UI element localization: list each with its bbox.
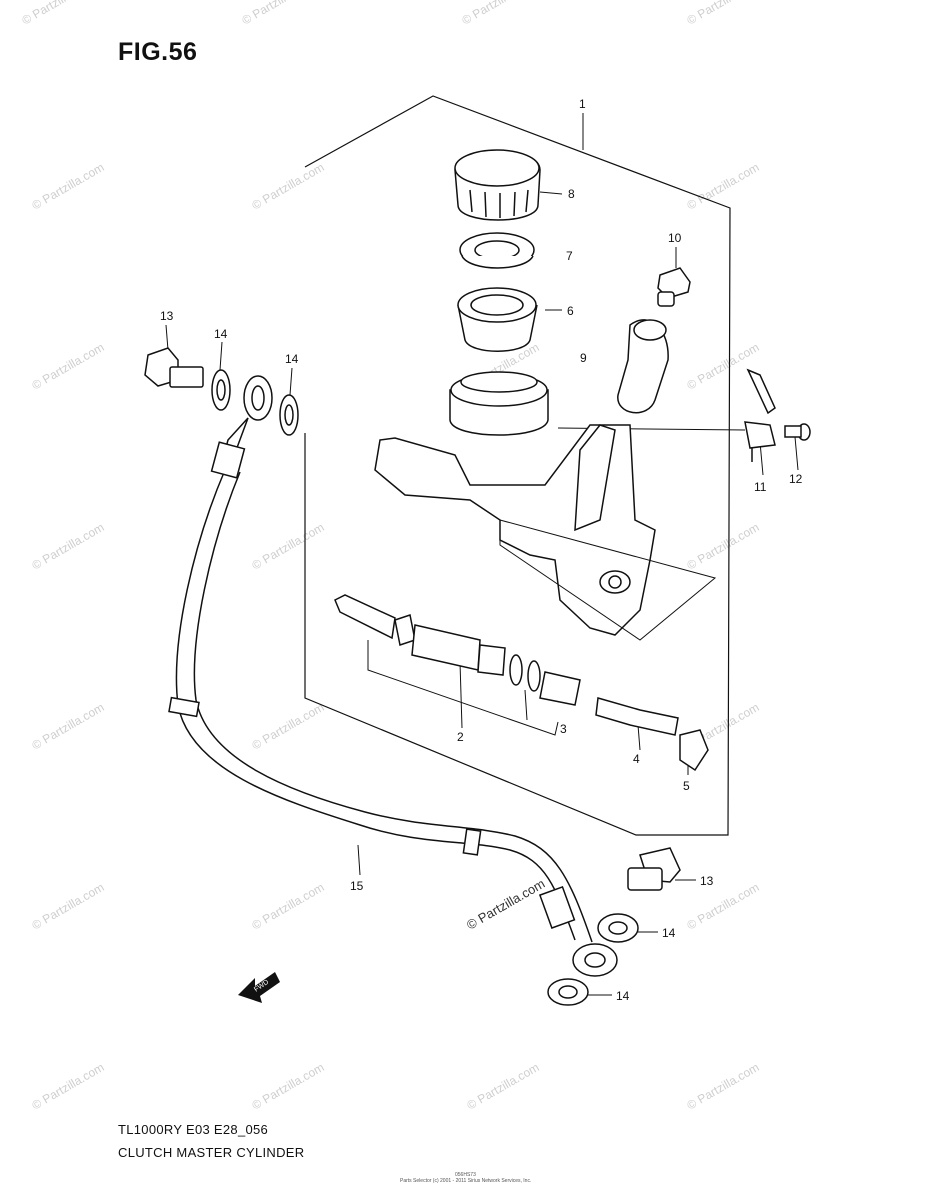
watermark: © Partzilla.com: [240, 0, 317, 28]
diaphragm: [457, 287, 538, 352]
watermark-main: © Partzilla.com: [464, 876, 547, 933]
callout-14-lower-a: 14: [662, 926, 676, 940]
watermark: © Partzilla.com: [30, 160, 107, 213]
watermark: © Partzilla.com: [685, 880, 762, 933]
washer-lower-b: [547, 978, 589, 1006]
callout-8: 8: [568, 187, 575, 201]
pivot-bolt: [657, 267, 691, 307]
watermark: © Partzilla.com: [250, 1060, 327, 1113]
callout-6: 6: [567, 304, 574, 318]
washer-lower-a: [597, 913, 639, 943]
callout-14-upper-a: 14: [214, 327, 228, 341]
watermark: © Partzilla.com: [30, 520, 107, 573]
callout-13-lower: 13: [700, 874, 714, 888]
model-code: TL1000RY E03 E28_056: [118, 1122, 269, 1137]
callout-9: 9: [580, 351, 587, 365]
watermark: © Partzilla.com: [30, 880, 107, 933]
piston-set: [334, 594, 709, 772]
watermark: © Partzilla.com: [20, 0, 97, 28]
callout-12: 12: [789, 472, 803, 486]
footer-copyright: Parts Selector (c) 2001 - 2011 Sirius Ne…: [400, 1178, 532, 1184]
callout-11: 11: [754, 480, 767, 494]
callout-labels: 1 2 3 4 5 6 7 8 9 10 11 12 13 13 14 14 1…: [160, 97, 803, 1003]
assembly-bracket: [304, 95, 731, 836]
watermark: © Partzilla.com: [30, 340, 107, 393]
clip-screw: [784, 423, 811, 441]
union-bolt-upper: [144, 347, 204, 388]
callout-3: 3: [560, 722, 567, 736]
handlebar-holder: [617, 319, 669, 414]
washer-upper-b: [279, 394, 299, 436]
callout-10: 10: [668, 231, 682, 245]
callout-4: 4: [633, 752, 640, 766]
callout-5: 5: [683, 779, 690, 793]
callout-13-upper: 13: [160, 309, 174, 323]
watermark: © Partzilla.com: [30, 1060, 107, 1113]
callout-2: 2: [457, 730, 464, 744]
watermark: © Partzilla.com: [465, 1060, 542, 1113]
washer-upper-a: [211, 369, 231, 411]
clutch-hose: [168, 441, 593, 943]
watermark: © Partzilla.com: [685, 340, 762, 393]
watermark: © Partzilla.com: [460, 0, 537, 28]
master-cylinder-body: [374, 371, 717, 641]
reservoir-cap: [454, 149, 541, 221]
figure-title: FIG.56: [118, 38, 198, 66]
direction-arrow: FWD: [238, 972, 280, 1003]
watermark: © Partzilla.com: [250, 160, 327, 213]
watermark: © Partzilla.com: [250, 880, 327, 933]
callout-1: 1: [579, 97, 586, 111]
diaphragm-plate: [459, 232, 535, 269]
union-bolt-lower: [627, 847, 681, 891]
watermark: © Partzilla.com: [685, 1060, 762, 1113]
watermark: © Partzilla.com: [685, 160, 762, 213]
watermark: © Partzilla.com: [30, 700, 107, 753]
callout-14-lower-b: 14: [616, 989, 630, 1003]
watermark: © Partzilla.com: [250, 700, 327, 753]
part-title: CLUTCH MASTER CYLINDER: [118, 1145, 305, 1160]
banjo-fitting-lower: [572, 943, 618, 977]
watermark: © Partzilla.com: [685, 0, 762, 28]
callout-14-upper-b: 14: [285, 352, 299, 366]
callout-15: 15: [350, 879, 364, 893]
callout-7: 7: [566, 249, 573, 263]
watermark: © Partzilla.com: [685, 520, 762, 573]
switch-clip: [744, 368, 776, 462]
watermark: © Partzilla.com: [250, 520, 327, 573]
footer-id: 056HS73: [455, 1172, 476, 1178]
